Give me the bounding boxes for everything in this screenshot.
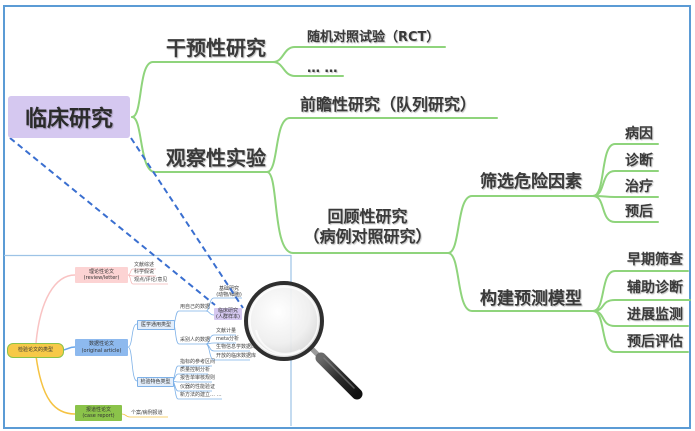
inset-node-data-paper: 数据性论文 (original article) — [75, 339, 128, 356]
inset-node-case-report: 报道性论文 (case report) — [75, 405, 122, 421]
node-screen-risk-factors: 筛选危险因素 — [480, 172, 582, 192]
inset-leaf: 开放的临床数据库 — [216, 353, 257, 359]
inset-node-label: 报道性论文 — [85, 406, 111, 413]
inset-root-node: 检验论文的类型 — [7, 343, 64, 358]
inset-node-sublabel: (人群样本) — [216, 314, 240, 320]
outer-frame — [3, 5, 691, 429]
node-observational-study: 观察性实验 — [166, 146, 266, 170]
inset-node-own-data: 用自己的数据 — [180, 304, 211, 310]
inset-node-sublabel: (review/letter) — [83, 275, 120, 281]
leaf-prognosis: 预后 — [625, 204, 653, 220]
node-rct: 随机对照试验（RCT） — [307, 30, 440, 45]
line-screen-risk — [447, 195, 594, 254]
inset-line-case — [121, 413, 168, 418]
inset-leaf: meta分析 — [216, 336, 239, 342]
inset-node-label: 临床研究 — [217, 307, 238, 314]
inset-leaf: 新方法的建立… … — [180, 392, 222, 398]
inset-leaf: 文献综述 — [134, 262, 155, 268]
node-retrospective-title: 回顾性研究 — [327, 207, 408, 226]
line-ellipsis — [272, 61, 344, 77]
inset-theory-children-lines — [127, 268, 168, 285]
leaf-diagnosis: 诊断 — [625, 153, 653, 169]
inset-leaf: 文献计量 — [216, 328, 237, 334]
inset-node-label: 理论性论文 — [88, 268, 114, 275]
inset-node-others-data: 采别人的数据 — [180, 337, 211, 343]
leaf-treatment: 治疗 — [625, 179, 653, 195]
inset-node-sublabel: (case report) — [82, 413, 115, 419]
node-retrospective-subtitle: （病例对照研究） — [303, 227, 432, 246]
inset-node-general-type: 医学通用类型 — [137, 320, 175, 330]
root-node-label: 临床研究 — [24, 107, 113, 132]
inset-leaf: 报告单审核规则 — [180, 375, 216, 381]
inset-node-label: 数据性论文 — [88, 341, 114, 348]
magnifier-lens-reflection — [255, 329, 301, 355]
leaf-progress-monitoring: 进展监测 — [627, 307, 683, 323]
node-intervention-study: 干预性研究 — [166, 36, 266, 60]
node-ellipsis: … … — [307, 61, 338, 76]
inset-leaf: 科学假说 — [134, 269, 155, 275]
inset-leaf: 指标的参考区间 — [180, 359, 216, 365]
inset-leaf: 质量控制分析 — [180, 367, 211, 373]
inset-node-sublabel: (动物/细胞) — [216, 292, 242, 298]
dashed-connector-right — [130, 137, 244, 309]
inset-leaf: 个案/病例报道 — [131, 410, 163, 416]
inset-node-label: 医学通用类型 — [140, 321, 171, 328]
dashed-connector-left — [9, 137, 216, 306]
line-prospective — [266, 117, 498, 173]
leaf-early-screening: 早期筛查 — [627, 252, 683, 268]
inset-node-label: 检验特色类型 — [140, 378, 171, 385]
magnifier-handle — [315, 352, 363, 400]
inset-root-label: 检验论文的类型 — [17, 347, 53, 354]
inset-node-sublabel: (original article) — [81, 347, 122, 354]
magnifier-lens — [244, 281, 324, 361]
leaf-prognosis-assessment: 预后评估 — [627, 334, 683, 350]
leaf-etiology: 病因 — [625, 126, 653, 142]
node-retrospective-study: 回顾性研究 （病例对照研究） — [300, 209, 435, 245]
node-prospective-study: 前瞻性研究（队列研究） — [300, 95, 477, 114]
inset-node-clinical-research: 临床研究 (人群样本) — [214, 308, 242, 320]
inset-line-report — [35, 355, 76, 415]
inset-leaf: 生物信息学数据库 — [216, 344, 257, 350]
inset-line-theory — [35, 274, 76, 344]
magnifier-handle-highlight — [323, 357, 355, 389]
line-leaf — [592, 195, 659, 223]
node-build-prediction-model: 构建预测模型 — [480, 289, 582, 309]
leaf-assisted-diagnosis: 辅助诊断 — [627, 280, 683, 296]
inset-leaf: 观点/评论/意见 — [134, 277, 168, 283]
line-retrospective — [266, 171, 449, 254]
line-root-intervention — [131, 61, 274, 118]
line-build-model — [447, 252, 594, 312]
root-node: 临床研究 — [8, 96, 130, 138]
magnifier-lens-rim — [249, 286, 319, 356]
line-leaf — [592, 310, 689, 353]
inset-node-lab-type: 检验特色类型 — [137, 377, 174, 387]
inset-node-theory-paper: 理论性论文 (review/letter) — [75, 267, 128, 283]
inset-node-label: 基础研究 — [218, 285, 239, 292]
inset-node-basic-research: 基础研究 (动物/细胞) — [215, 285, 243, 298]
inset-leaf: 仪器的性能验证 — [180, 384, 216, 390]
